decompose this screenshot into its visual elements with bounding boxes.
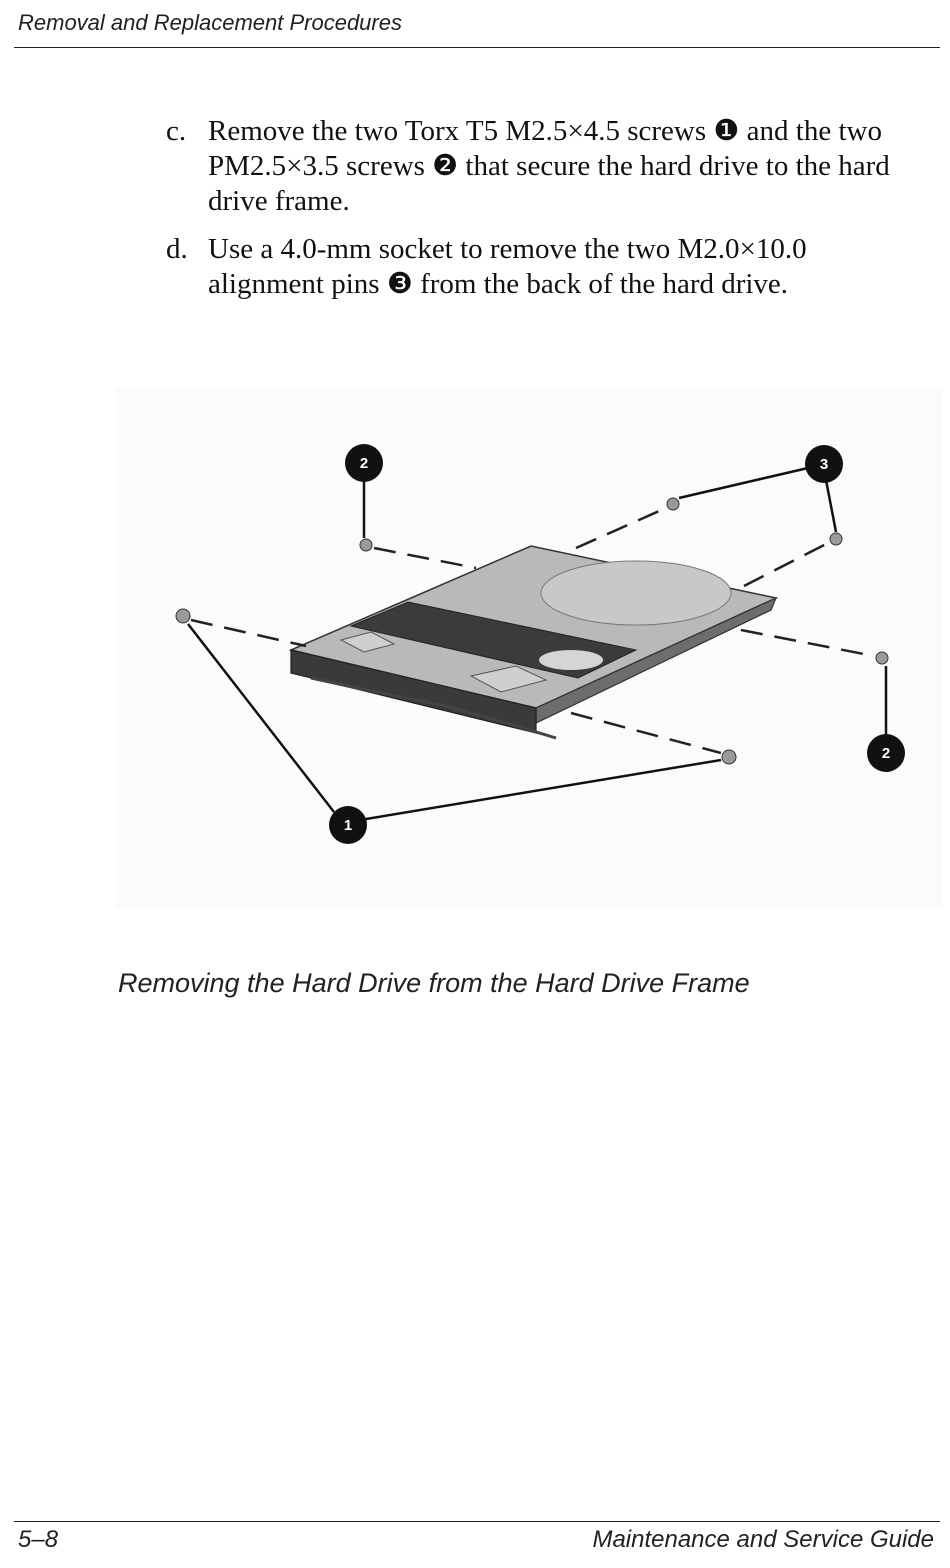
dashed-leaders xyxy=(190,506,875,755)
screw-icon xyxy=(175,608,191,624)
label-oval xyxy=(539,650,603,670)
callout-leaders xyxy=(187,466,888,822)
callout-badge: 1 xyxy=(329,806,367,844)
step-d: d. Use a 4.0-mm socket to remove the two… xyxy=(166,232,906,302)
screw-icon xyxy=(875,651,889,665)
page-number: 5–8 xyxy=(18,1526,59,1553)
step-text: Remove the two Torx T5 M2.5×4.5 screws ❶… xyxy=(208,115,890,217)
alignment-pin-icon xyxy=(829,532,843,546)
alignment-pin-icon xyxy=(666,497,680,511)
footer-rule xyxy=(14,1521,940,1522)
callout-number: 3 xyxy=(820,456,828,473)
callout-number: 2 xyxy=(360,455,368,472)
platter-outline xyxy=(540,560,732,626)
header-rule xyxy=(14,47,940,48)
illustration-svg: 2 3 2 1 xyxy=(175,444,905,844)
callout-number: 2 xyxy=(882,745,890,762)
guide-title: Maintenance and Service Guide xyxy=(592,1526,934,1553)
step-c: c. Remove the two Torx T5 M2.5×4.5 screw… xyxy=(166,114,906,219)
step-text: Use a 4.0-mm socket to remove the two M2… xyxy=(208,233,807,300)
drive-connector-left xyxy=(339,631,396,653)
drive-bottom-detail xyxy=(310,676,557,740)
callout-badge: 3 xyxy=(805,445,843,483)
callout-number: 1 xyxy=(344,817,352,834)
drive-connector xyxy=(469,665,548,693)
callout-badge: 2 xyxy=(867,734,905,772)
screw-icon xyxy=(359,538,373,552)
screw-icon xyxy=(721,749,737,765)
callout-badge: 2 xyxy=(345,444,383,482)
procedure-steps: c. Remove the two Torx T5 M2.5×4.5 screw… xyxy=(166,114,906,315)
running-header: Removal and Replacement Procedures xyxy=(18,10,402,35)
figure-caption: Removing the Hard Drive from the Hard Dr… xyxy=(118,968,750,998)
step-letter: d. xyxy=(166,233,188,265)
step-letter: c. xyxy=(166,115,187,147)
hard-drive-illustration: 2 3 2 1 xyxy=(116,388,942,908)
